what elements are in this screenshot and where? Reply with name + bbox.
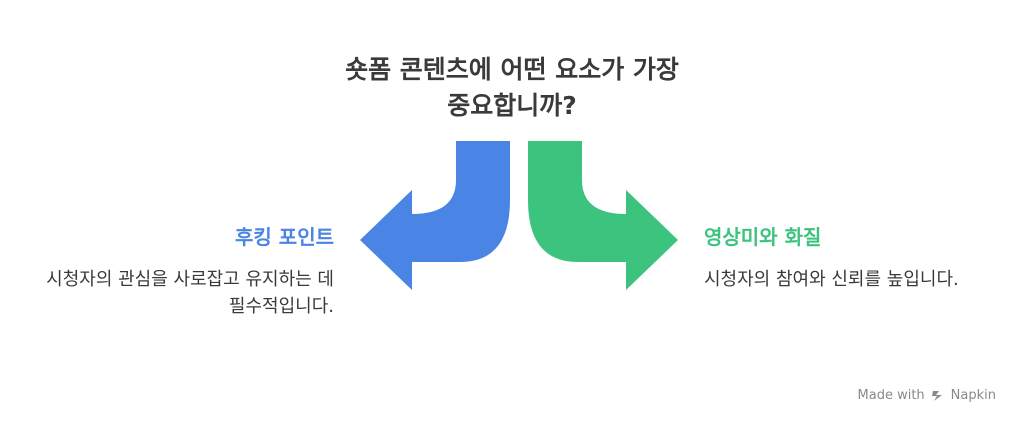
napkin-brand: Napkin	[950, 388, 996, 403]
option-right-heading: 영상미와 화질	[704, 225, 822, 249]
napkin-logo-icon	[931, 389, 945, 403]
diagram-title: 숏폼 콘텐츠에 어떤 요소가 가장 중요합니까?	[262, 52, 762, 124]
right-arrow	[528, 141, 678, 290]
left-arrow	[360, 141, 510, 290]
title-line-1: 숏폼 콘텐츠에 어떤 요소가 가장	[345, 55, 679, 84]
title-line-2: 중요합니까?	[447, 91, 577, 120]
option-right-description: 시청자의 참여와 신뢰를 높입니다.	[704, 269, 959, 290]
made-with-label: Made with	[857, 388, 925, 403]
option-left-description: 시청자의 관심을 사로잡고 유지하는 데 필수적입니다.	[46, 269, 334, 317]
made-with-napkin[interactable]: Made with Napkin	[858, 388, 996, 403]
option-left-heading: 후킹 포인트	[235, 225, 334, 249]
